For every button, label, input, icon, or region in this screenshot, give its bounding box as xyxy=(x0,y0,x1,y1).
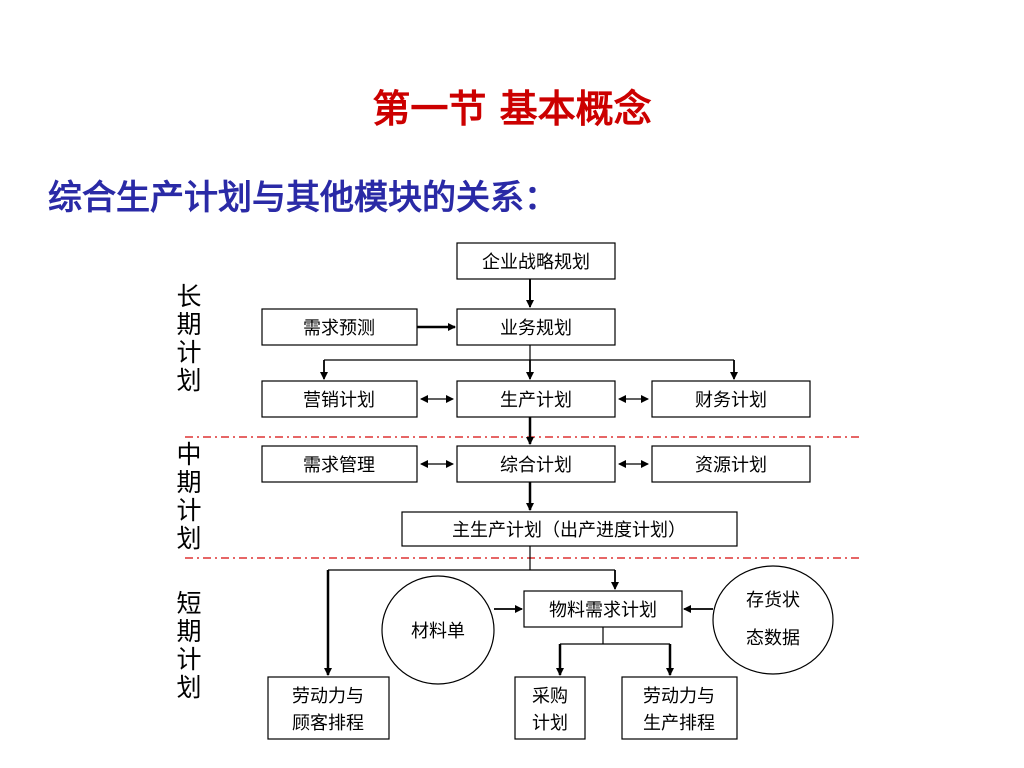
phase-label-short: 短 期 计 划 xyxy=(176,589,201,702)
box-label: 顾客排程 xyxy=(292,713,364,734)
phase-mid-char: 期 xyxy=(176,468,201,497)
box-demand-forecast: 需求预测 xyxy=(261,308,418,346)
phase-long-char: 计 xyxy=(176,338,201,367)
box-label: 生产计划 xyxy=(500,390,572,411)
box-purchase-plan: 采购 计划 xyxy=(514,676,586,740)
box-label: 营销计划 xyxy=(303,390,375,411)
box-label: 物料需求计划 xyxy=(549,600,657,621)
box-label: 采购 xyxy=(532,686,568,707)
box-finance-plan: 财务计划 xyxy=(651,380,811,418)
box-resource-plan: 资源计划 xyxy=(651,445,811,483)
phase-long-char: 期 xyxy=(176,310,201,339)
phase-mid-char: 划 xyxy=(176,524,201,553)
phase-label-long: 长 期 计 划 xyxy=(176,282,201,395)
phase-short-char: 划 xyxy=(176,673,201,702)
box-label: 劳动力与 xyxy=(292,686,364,707)
box-mrp: 物料需求计划 xyxy=(523,590,683,628)
box-demand-management: 需求管理 xyxy=(261,445,418,483)
box-master-production-schedule: 主生产计划（出产进度计划） xyxy=(401,511,738,547)
phase-long-char: 划 xyxy=(176,366,201,395)
box-label: 综合计划 xyxy=(500,455,572,476)
box-label: 业务规划 xyxy=(500,318,572,339)
box-label: 企业战略规划 xyxy=(482,252,590,273)
phase-label-mid: 中 期 计 划 xyxy=(176,440,201,553)
ellipse-label: 材料单 xyxy=(411,621,465,642)
page-title: 第一节 基本概念 xyxy=(372,87,652,131)
box-label: 主生产计划（出产进度计划） xyxy=(452,520,686,541)
box-label: 劳动力与 xyxy=(643,686,715,707)
ellipse-bill-of-materials: 材料单 xyxy=(381,575,495,685)
box-labor-customer-schedule: 劳动力与 顾客排程 xyxy=(267,676,390,740)
box-label: 需求预测 xyxy=(303,318,375,339)
box-marketing-plan: 营销计划 xyxy=(261,380,418,418)
phase-mid-char: 中 xyxy=(176,440,201,469)
ellipse-label: 态数据 xyxy=(746,628,800,649)
phase-long-char: 长 xyxy=(176,282,201,311)
box-aggregate-plan: 综合计划 xyxy=(456,445,616,483)
ellipse-inventory-status: 存货状 态数据 xyxy=(712,565,834,675)
page-subtitle: 综合生产计划与其他模块的关系： xyxy=(48,178,558,218)
box-label: 财务计划 xyxy=(695,390,767,411)
phase-short-char: 计 xyxy=(176,645,201,674)
box-label: 资源计划 xyxy=(695,455,767,476)
box-labor-production-schedule: 劳动力与 生产排程 xyxy=(621,676,738,740)
box-strategy: 企业战略规划 xyxy=(456,242,616,280)
box-label: 计划 xyxy=(532,713,568,734)
phase-short-char: 短 xyxy=(176,589,201,618)
connectors xyxy=(320,279,738,676)
phase-short-char: 期 xyxy=(176,617,201,646)
box-production-plan: 生产计划 xyxy=(456,380,616,418)
box-business-plan: 业务规划 xyxy=(456,308,616,346)
box-label: 生产排程 xyxy=(643,713,715,734)
box-label: 需求管理 xyxy=(303,455,375,476)
ellipse-label: 存货状 xyxy=(746,590,800,611)
phase-mid-char: 计 xyxy=(176,496,201,525)
